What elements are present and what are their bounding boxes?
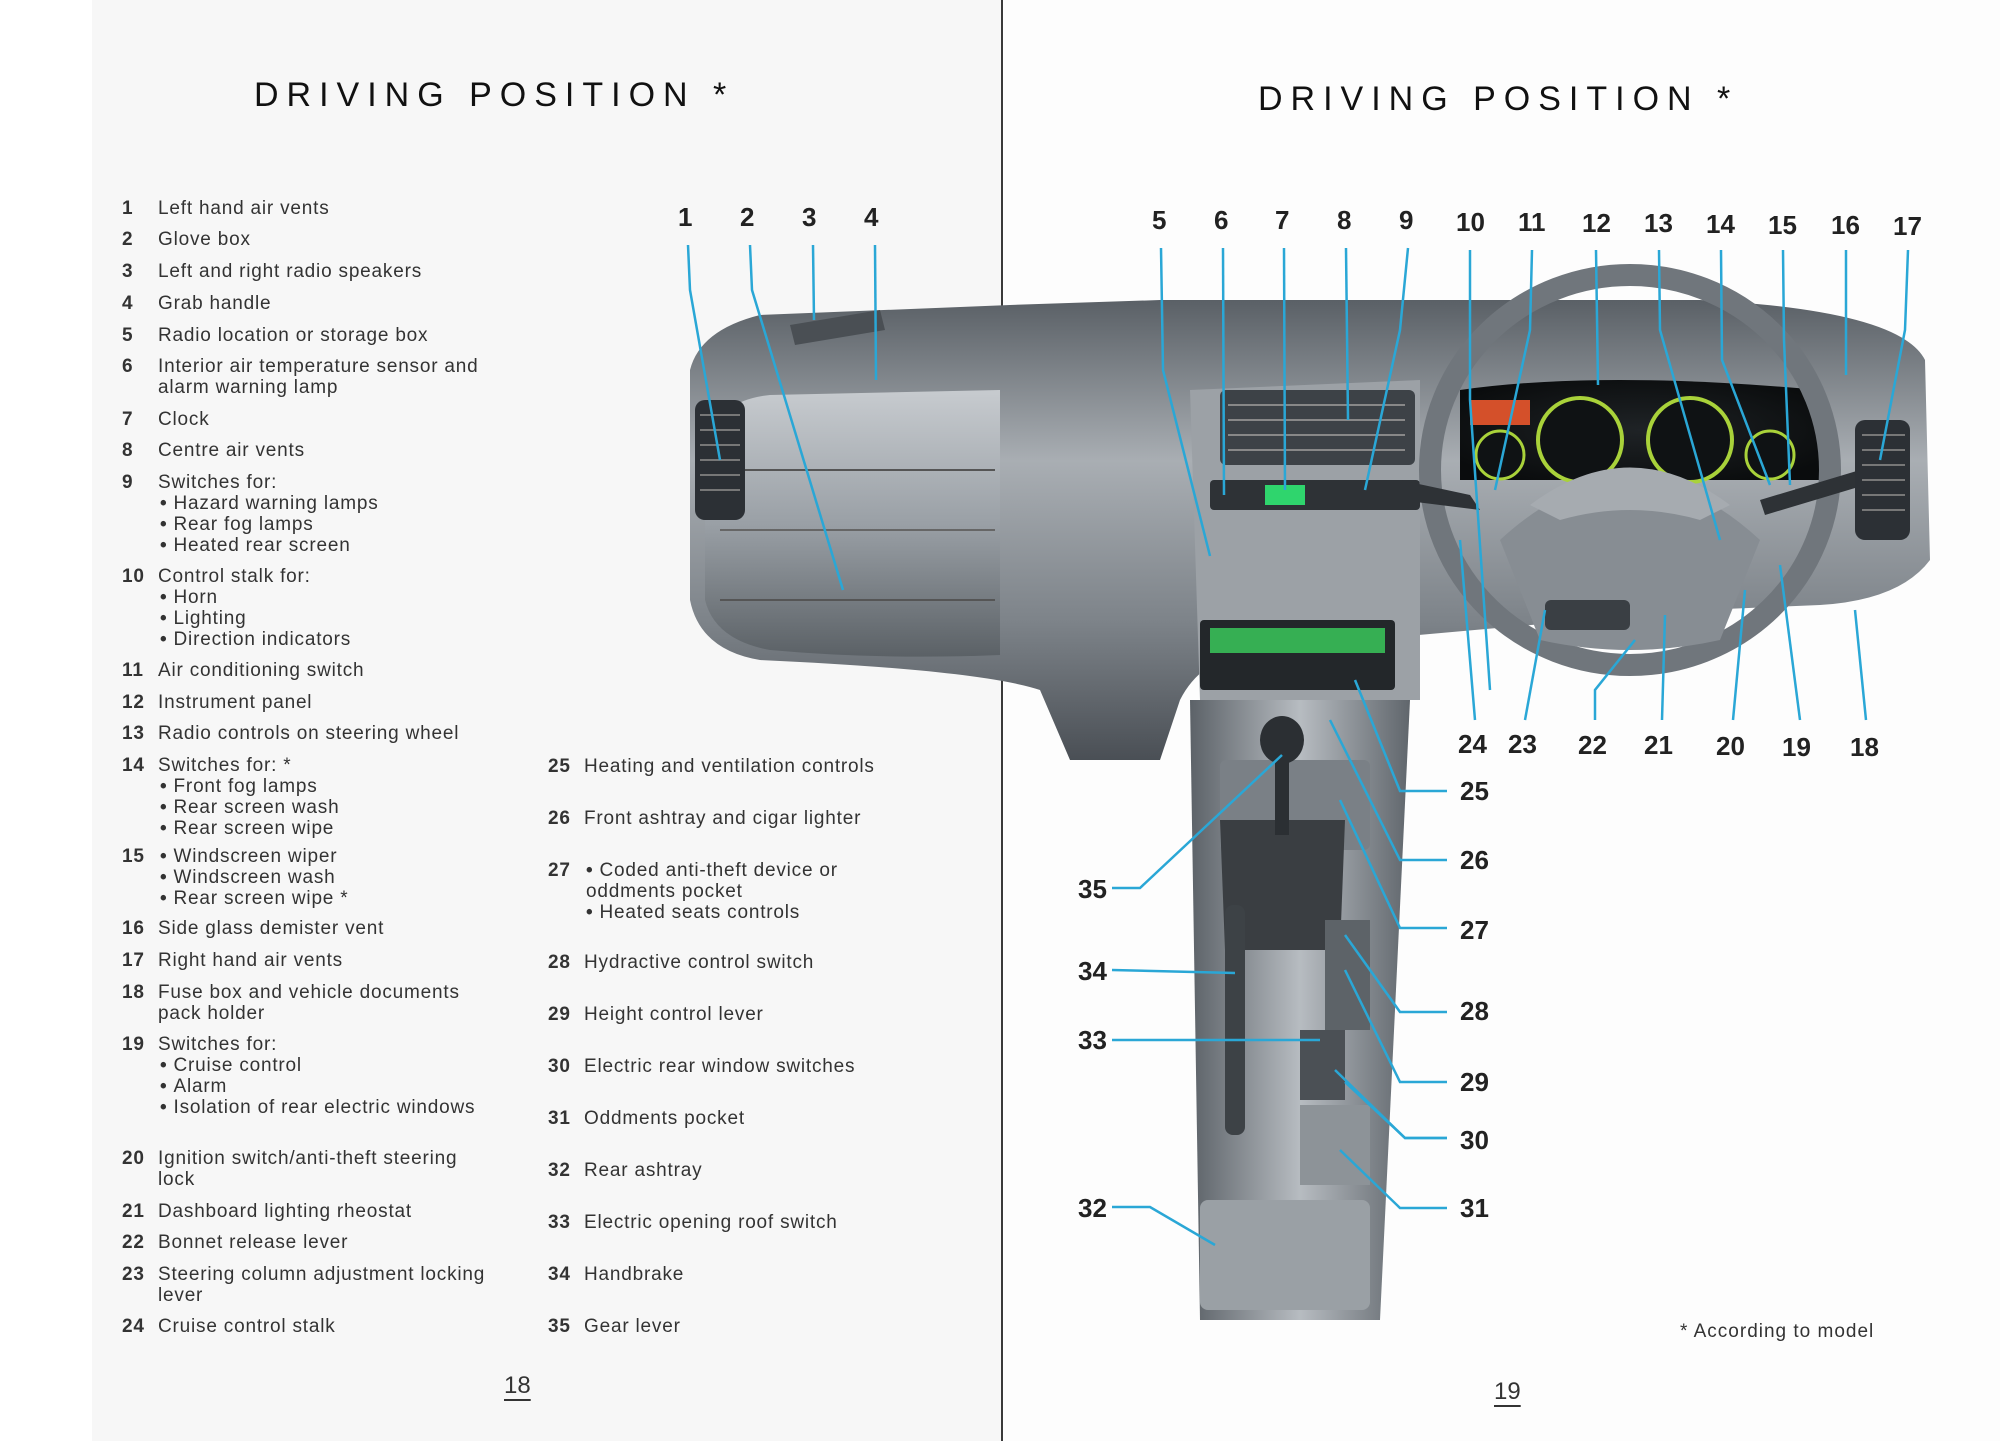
callout-1: 1 — [678, 202, 693, 232]
callout-25: 25 — [1460, 776, 1489, 806]
right-page-title: DRIVING POSITION * — [1258, 80, 1739, 118]
footnote: * According to model — [1680, 1321, 1875, 1342]
callout-30: 30 — [1460, 1125, 1489, 1155]
callout-22: 22 — [1578, 730, 1607, 760]
callout-28: 28 — [1460, 996, 1489, 1026]
callout-24: 24 — [1458, 729, 1487, 759]
callout-11: 11 — [1518, 207, 1546, 237]
callout-3: 3 — [802, 202, 817, 232]
page-spine — [1001, 0, 1003, 1441]
right-page-number: 19 — [1494, 1378, 1521, 1405]
callout-8: 8 — [1337, 205, 1352, 235]
callout-13: 13 — [1644, 208, 1673, 238]
callout-27: 27 — [1460, 915, 1489, 945]
callout-7: 7 — [1275, 205, 1290, 235]
left-page-number: 18 — [504, 1372, 531, 1399]
callout-21: 21 — [1644, 730, 1673, 760]
callout-9: 9 — [1399, 205, 1414, 235]
callout-12: 12 — [1582, 208, 1611, 238]
callout-6: 6 — [1214, 205, 1229, 235]
callout-31: 31 — [1460, 1193, 1489, 1223]
callout-17: 17 — [1893, 211, 1922, 241]
callout-5: 5 — [1152, 205, 1167, 235]
callout-34: 34 — [1078, 956, 1107, 986]
left-page-title: DRIVING POSITION * — [254, 76, 735, 114]
callout-14: 14 — [1706, 209, 1735, 239]
callout-33: 33 — [1078, 1025, 1107, 1055]
callout-35: 35 — [1078, 874, 1107, 904]
callout-23: 23 — [1508, 729, 1537, 759]
callout-16: 16 — [1831, 210, 1860, 240]
callout-4: 4 — [864, 202, 879, 232]
callout-26: 26 — [1460, 845, 1489, 875]
callout-29: 29 — [1460, 1067, 1489, 1097]
callout-19: 19 — [1782, 732, 1811, 762]
left-page — [92, 0, 1002, 1441]
callout-18: 18 — [1850, 732, 1879, 762]
callout-20: 20 — [1716, 731, 1745, 761]
callout-10: 10 — [1456, 207, 1485, 237]
callout-32: 32 — [1078, 1193, 1107, 1223]
callout-15: 15 — [1768, 210, 1797, 240]
callout-2: 2 — [740, 202, 755, 232]
